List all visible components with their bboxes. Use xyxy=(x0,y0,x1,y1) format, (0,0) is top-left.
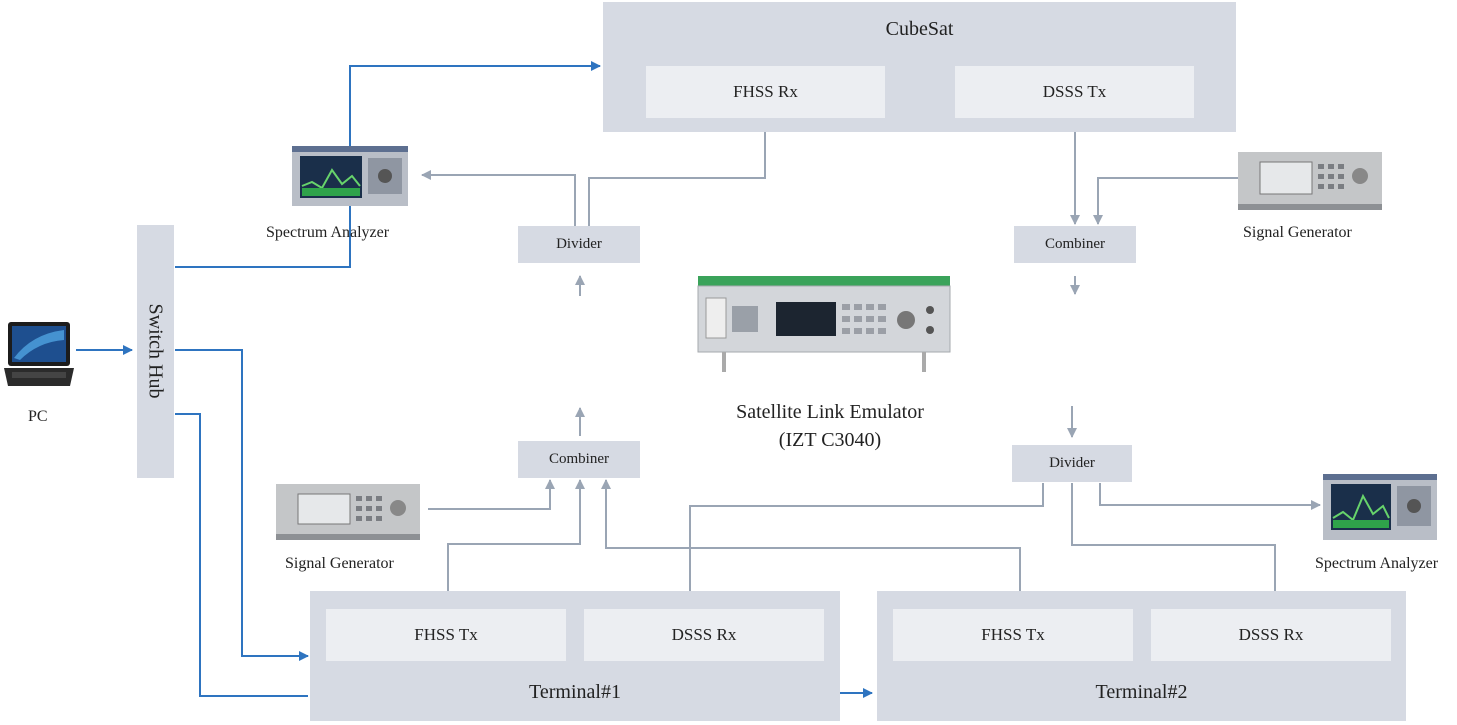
cubesat-box: CubeSat FHSS Rx DSSS Tx xyxy=(603,2,1236,132)
fhss-rx-block: FHSS Rx xyxy=(646,66,885,118)
lower-divider: Divider xyxy=(1012,445,1132,482)
emulator-label-line2: (IZT C3040) xyxy=(778,428,882,451)
pc-label: PC xyxy=(28,408,48,425)
terminal2-fhss-tx-label: FHSS Tx xyxy=(981,625,1045,644)
wire-divider-to-fhss-rx xyxy=(588,122,770,226)
wire-divider-to-sa-lower xyxy=(1099,483,1321,510)
switch-hub-label: Switch Hub xyxy=(145,303,167,399)
wire-siggen-to-combiner-lower xyxy=(428,479,555,510)
terminal1-box: FHSS Tx DSSS Rx Terminal#1 xyxy=(310,591,840,721)
lower-divider-label: Divider xyxy=(1049,455,1095,471)
terminal1-dsss-rx-block: DSSS Rx xyxy=(584,609,824,661)
spectrum-analyzer-label-lower: Spectrum Analyzer xyxy=(1315,555,1439,572)
terminal2-box: FHSS Tx DSSS Rx Terminal#2 xyxy=(877,591,1406,721)
signal-generator-label: Signal Generator xyxy=(1243,224,1352,241)
terminal1-fhss-tx-label: FHSS Tx xyxy=(414,625,478,644)
lower-combiner: Combiner xyxy=(518,441,640,478)
fhss-rx-label: FHSS Rx xyxy=(733,82,798,101)
wire-divider-to-dsss-rx2 xyxy=(1071,483,1280,607)
wire-switch-to-terminal1-a xyxy=(175,349,309,661)
wire-fhss-tx2-to-combiner xyxy=(601,479,1021,592)
emulator-label-line1: Satellite Link Emulator xyxy=(736,400,924,423)
terminal2-fhss-tx-block: FHSS Tx xyxy=(893,609,1133,661)
signal-generator-icon-lower xyxy=(276,484,420,540)
terminal1-dsss-rx-label: DSSS Rx xyxy=(671,625,737,644)
dsss-tx-label: DSSS Tx xyxy=(1042,82,1107,101)
upper-divider: Divider xyxy=(518,226,640,263)
terminal1-fhss-tx-block: FHSS Tx xyxy=(326,609,566,661)
terminal1-title: Terminal#1 xyxy=(529,680,621,703)
pc-laptop-icon xyxy=(2,320,76,390)
upper-combiner-label: Combiner xyxy=(1045,236,1105,252)
signal-generator-icon xyxy=(1238,152,1382,210)
spectrum-analyzer-icon-lower xyxy=(1323,474,1437,540)
switch-hub: Switch Hub xyxy=(137,225,174,478)
terminal2-dsss-rx-label: DSSS Rx xyxy=(1238,625,1304,644)
upper-combiner: Combiner xyxy=(1014,226,1136,263)
wire-switch-to-terminal1-b xyxy=(175,413,308,697)
spectrum-analyzer-label: Spectrum Analyzer xyxy=(266,224,390,241)
spectrum-analyzer-icon xyxy=(292,146,408,206)
signal-generator-label-lower: Signal Generator xyxy=(285,555,394,572)
upper-divider-label: Divider xyxy=(556,236,602,252)
wire-siggen-to-combiner xyxy=(1093,177,1238,225)
dsss-tx-block: DSSS Tx xyxy=(955,66,1194,118)
satellite-link-emulator-icon xyxy=(692,276,956,382)
wire-fhss-tx1-to-combiner xyxy=(447,479,585,592)
terminal2-title: Terminal#2 xyxy=(1095,680,1188,703)
lower-combiner-label: Combiner xyxy=(549,451,609,467)
wire-divider-to-sa xyxy=(421,170,576,226)
terminal2-dsss-rx-block: DSSS Rx xyxy=(1151,609,1391,661)
wire-divider-to-dsss-rx1 xyxy=(685,483,1044,607)
cubesat-title: CubeSat xyxy=(885,17,954,40)
